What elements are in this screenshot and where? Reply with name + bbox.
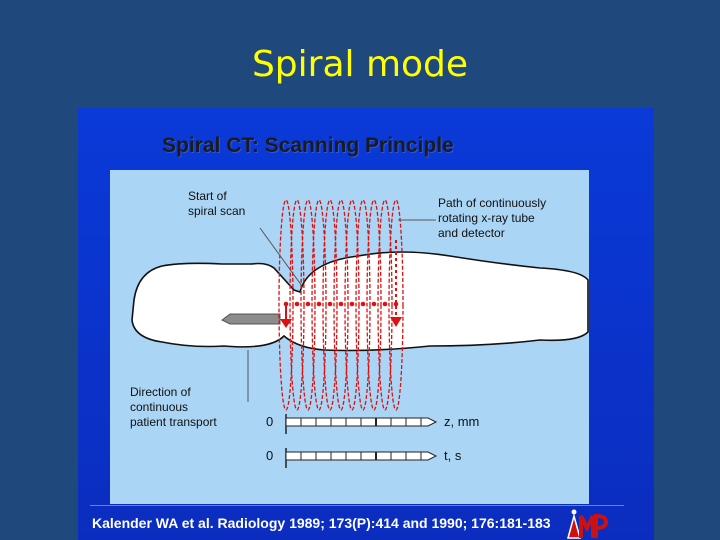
figure-title: Spiral CT: Scanning Principle bbox=[162, 134, 454, 157]
diagram-panel: Start of spiral scan Path of continuousl… bbox=[110, 170, 589, 504]
patient-body bbox=[131, 251, 589, 352]
spiral-loop bbox=[344, 199, 360, 411]
diagram-svg: Start of spiral scan Path of continuousl… bbox=[130, 189, 589, 468]
head-marker bbox=[221, 313, 281, 325]
label-path-1: Path of continuously bbox=[438, 196, 546, 210]
axis-z-label: z, mm bbox=[444, 414, 479, 429]
spiral-loop bbox=[333, 199, 349, 411]
axis-t-zero: 0 bbox=[266, 448, 273, 463]
detector-dot bbox=[327, 301, 333, 307]
imp-logo bbox=[567, 509, 608, 539]
detector-dot bbox=[305, 301, 311, 307]
spiral-path bbox=[278, 199, 404, 411]
label-path-3: and detector bbox=[438, 226, 505, 240]
leader-start bbox=[259, 227, 303, 287]
label-direction-2: continuous bbox=[130, 400, 188, 414]
detector-dot bbox=[294, 301, 300, 307]
label-path-2: rotating x-ray tube bbox=[438, 211, 535, 225]
detector-dot bbox=[371, 301, 377, 307]
slide-title: Spiral mode bbox=[251, 44, 469, 85]
detector-dot bbox=[338, 301, 344, 307]
detector-dot bbox=[360, 301, 366, 307]
label-direction-3: patient transport bbox=[130, 415, 217, 429]
end-arrow-head bbox=[390, 317, 402, 327]
footer-divider bbox=[90, 505, 624, 506]
spiral-loop bbox=[377, 199, 393, 411]
spiral-loop bbox=[388, 199, 404, 411]
spiral-loop bbox=[289, 199, 305, 411]
start-arrow-head bbox=[280, 319, 292, 328]
spiral-loop bbox=[322, 199, 338, 411]
citation: Kalender WA et al. Radiology 1989; 173(P… bbox=[92, 515, 551, 531]
detector-dot bbox=[316, 301, 322, 307]
label-start-1: Start of bbox=[188, 189, 227, 203]
axis-z bbox=[285, 414, 438, 434]
spiral-ct-figure: Spiral CT: Scanning Principle Start of s… bbox=[78, 108, 654, 540]
label-direction-1: Direction of bbox=[130, 385, 191, 399]
spiral-loop bbox=[311, 199, 327, 411]
label-start-2: spiral scan bbox=[188, 204, 245, 218]
axis-t-label: t, s bbox=[444, 448, 462, 463]
axis-z-zero: 0 bbox=[266, 414, 273, 429]
detector-dot bbox=[393, 301, 399, 307]
detector-dot bbox=[382, 301, 388, 307]
spiral-loop bbox=[366, 199, 382, 411]
spiral-loop bbox=[278, 199, 294, 411]
spiral-loop bbox=[300, 199, 316, 411]
detector-dot bbox=[349, 301, 355, 307]
axis-t bbox=[285, 448, 438, 468]
spiral-loop bbox=[355, 199, 371, 411]
